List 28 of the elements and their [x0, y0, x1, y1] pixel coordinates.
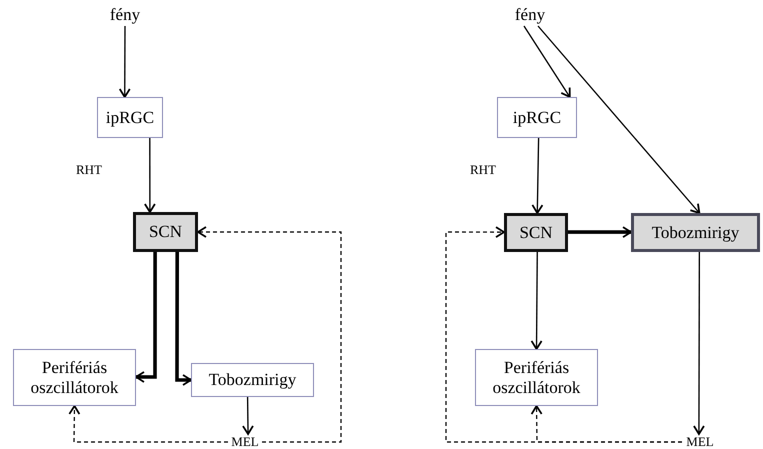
node-label: fény — [105, 4, 145, 26]
process-box: Perifériás oszcillátorok — [475, 349, 598, 406]
label-text: RHT — [470, 162, 496, 178]
label-text: RHT — [76, 162, 102, 178]
arrow — [693, 252, 705, 435]
arrow — [144, 138, 156, 213]
dashed-arrow — [68, 405, 228, 443]
dashed-arrow — [197, 226, 342, 443]
process-box: Perifériás oszcillátorok — [13, 349, 136, 406]
arrow — [523, 26, 571, 98]
node-label: MEL — [682, 434, 718, 449]
node-label: fény — [510, 4, 550, 26]
process-box: SCN — [133, 212, 198, 252]
process-box: Tobozmirigy — [631, 213, 760, 252]
arrow — [175, 252, 192, 386]
arrow — [530, 252, 542, 350]
process-box: Tobozmirigy — [191, 363, 314, 397]
arrow — [568, 226, 632, 238]
process-box: ipRGC — [97, 97, 163, 138]
dashed-arrow — [445, 226, 682, 443]
process-box: ipRGC — [497, 97, 577, 138]
process-box: SCN — [504, 213, 568, 252]
node-label: MEL — [228, 434, 262, 449]
arrow — [118, 26, 131, 98]
arrow — [532, 138, 544, 214]
arrow — [242, 397, 254, 435]
arrow — [538, 26, 700, 214]
arrow — [135, 252, 157, 383]
